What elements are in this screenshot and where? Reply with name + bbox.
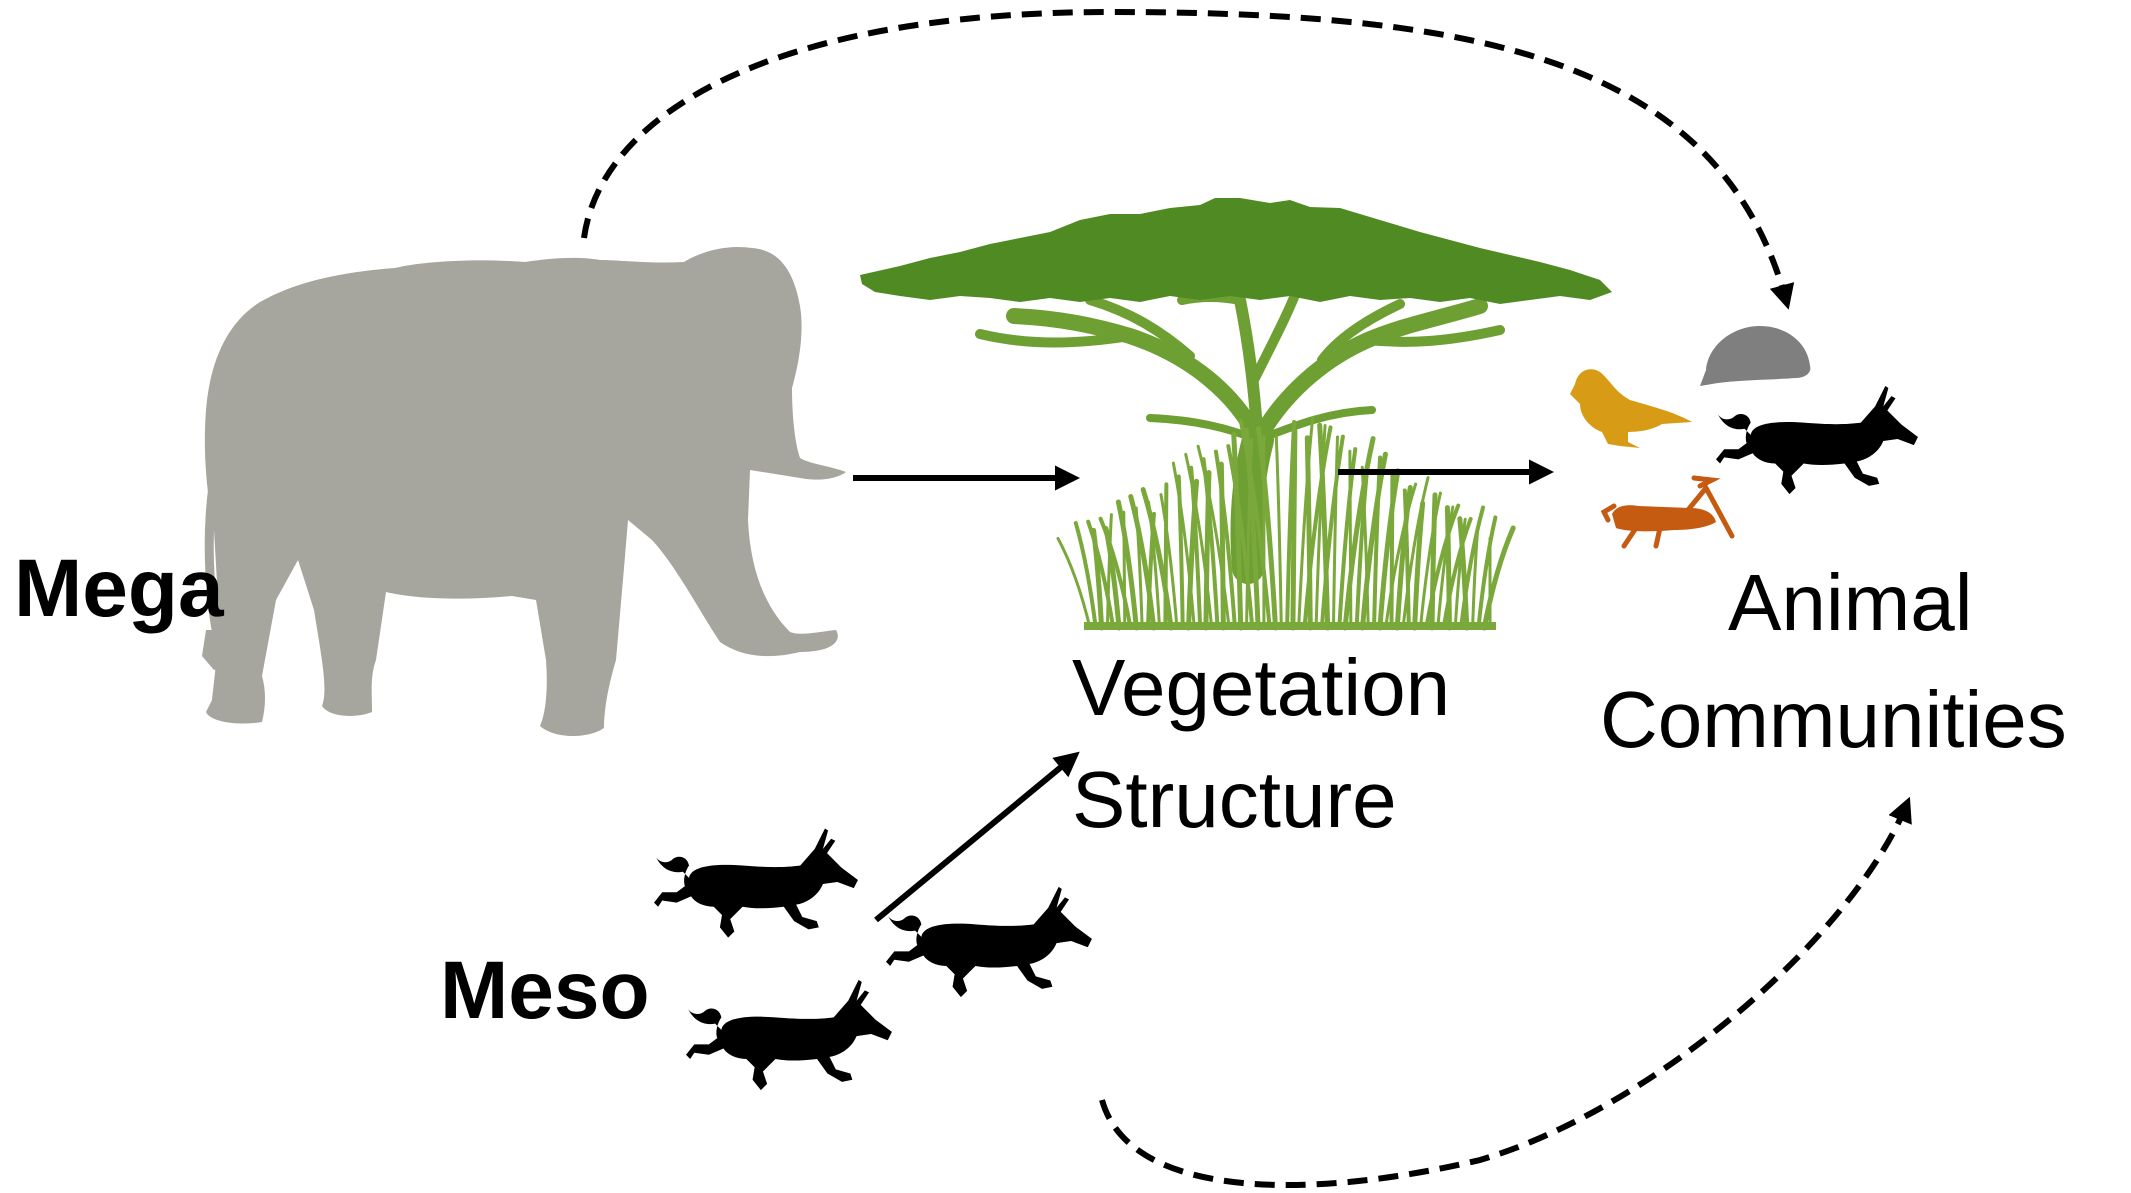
arrow-meso-to-vegetation [876, 758, 1072, 920]
label-vegetation-line1: Vegetation [1072, 648, 1450, 728]
grass-blade [1447, 508, 1449, 628]
grass-blade [1307, 438, 1310, 628]
grass-blade [1374, 458, 1380, 628]
grass-icon [1058, 418, 1513, 630]
label-animal-line2: Communities [1600, 680, 2067, 760]
grass-blade [1058, 538, 1090, 628]
antelope-icon-animals [1716, 386, 1918, 494]
grass-blade [1350, 451, 1351, 628]
antelope-icon-meso-3 [686, 980, 892, 1090]
label-vegetation-line2: Structure [1072, 760, 1397, 840]
grass-blade [1391, 474, 1392, 628]
bird-icon [1570, 369, 1692, 448]
arrow-meso-to-animals-dashed [1102, 806, 1906, 1185]
arrows [584, 12, 1906, 1185]
label-mega: Mega [14, 548, 224, 630]
grass-blade [1432, 495, 1435, 628]
grasshopper-icon [1604, 478, 1732, 546]
label-meso: Meso [440, 950, 650, 1032]
elephant-icon [202, 247, 846, 736]
grass-base [1084, 622, 1496, 630]
grass-blade [1293, 431, 1295, 628]
label-animal-line1: Animal [1728, 563, 1973, 643]
grass-blade [1276, 437, 1281, 628]
rodent-icon [1700, 326, 1810, 386]
grass-blade [1333, 437, 1337, 628]
antelope-icon-meso-2 [886, 887, 1092, 997]
antelope-icon-meso-1 [654, 828, 858, 937]
